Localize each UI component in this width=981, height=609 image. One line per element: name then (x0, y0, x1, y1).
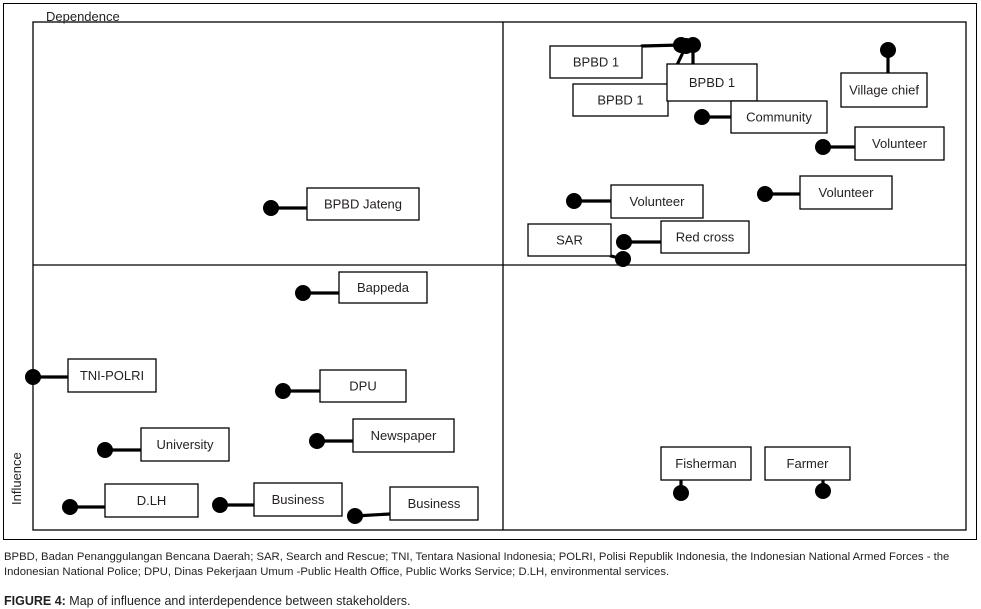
stakeholder-dot[interactable] (685, 37, 701, 53)
stakeholder-node[interactable]: BPBD Jateng (306, 187, 420, 221)
stakeholder-box[interactable] (389, 486, 479, 521)
stakeholder-label: Business (408, 496, 461, 511)
stakeholder-node[interactable]: Volunteer (854, 126, 945, 161)
stakeholder-box[interactable] (854, 126, 945, 161)
stakeholder-dot[interactable] (566, 193, 582, 209)
stakeholder-label: BPBD 1 (689, 75, 735, 90)
stakeholder-dot[interactable] (25, 369, 41, 385)
stakeholder-node[interactable]: Fisherman (660, 446, 752, 481)
stakeholder-dot[interactable] (263, 200, 279, 216)
stakeholder-label: Bappeda (357, 280, 410, 295)
stakeholder-box[interactable] (306, 187, 420, 221)
stakeholder-dot[interactable] (309, 433, 325, 449)
figure-number: FIGURE 4: (4, 594, 66, 608)
node-layer: BPBD Jateng BPBD 1 BPBD 1 BPBD 1 Village chi… (67, 45, 945, 521)
stakeholder-label: Business (272, 492, 325, 507)
stakeholder-box[interactable] (666, 63, 758, 102)
stakeholder-node[interactable]: Village chief (840, 72, 928, 108)
stakeholder-label: DPU (349, 378, 376, 393)
stakeholder-box[interactable] (660, 220, 750, 254)
stakeholder-box[interactable] (140, 427, 230, 462)
stakeholder-box[interactable] (572, 83, 669, 117)
stakeholder-dot[interactable] (815, 139, 831, 155)
stakeholder-dot[interactable] (347, 508, 363, 524)
stakeholder-dot[interactable] (880, 42, 896, 58)
stakeholder-label: Volunteer (819, 185, 875, 200)
figure-caption: FIGURE 4: Map of influence and interdepe… (4, 593, 978, 609)
stakeholder-box[interactable] (104, 483, 199, 518)
stakeholder-node[interactable]: University (140, 427, 230, 462)
plot-area-frame (32, 21, 967, 531)
stakeholder-dot[interactable] (615, 251, 631, 267)
stakeholder-dot[interactable] (212, 497, 228, 513)
stakeholder-box[interactable] (730, 100, 828, 134)
stakeholder-node[interactable]: BPBD 1 (572, 83, 669, 117)
figure-caption-block: BPBD, Badan Penanggulangan Bencana Daera… (4, 550, 978, 609)
connector-layer (25, 37, 896, 524)
stakeholder-node[interactable]: Newspaper (352, 418, 455, 453)
stakeholder-label: Community (746, 109, 812, 124)
stakeholder-box[interactable] (660, 446, 752, 481)
stakeholder-node[interactable]: Bappeda (338, 271, 428, 304)
stakeholder-box[interactable] (338, 271, 428, 304)
stakeholder-label: TNI-POLRI (80, 368, 144, 383)
stakeholder-node[interactable]: BPBD 1 (549, 45, 643, 79)
stakeholder-dot[interactable] (97, 442, 113, 458)
stakeholder-node[interactable]: Business (253, 482, 343, 517)
stakeholder-map-chart: BPBD Jateng BPBD 1 BPBD 1 BPBD 1 Village chi… (9, 9, 967, 531)
stakeholder-node[interactable]: Red cross (660, 220, 750, 254)
stakeholder-label: BPBD 1 (573, 54, 619, 69)
stakeholder-label: Volunteer (872, 136, 928, 151)
stakeholder-node[interactable]: Volunteer (610, 184, 704, 219)
stakeholder-box[interactable] (67, 358, 157, 393)
stakeholder-node[interactable]: BPBD 1 (666, 63, 758, 102)
stakeholder-label: Volunteer (630, 194, 686, 209)
stakeholder-label: Fisherman (675, 456, 736, 471)
stakeholder-box[interactable] (610, 184, 704, 219)
stakeholder-dot[interactable] (275, 383, 291, 399)
stakeholder-label: D.LH (137, 493, 167, 508)
axis-layer (32, 21, 967, 531)
stakeholder-box[interactable] (840, 72, 928, 108)
stakeholder-label: SAR (556, 232, 583, 247)
stakeholder-node[interactable]: D.LH (104, 483, 199, 518)
stakeholder-dot[interactable] (815, 483, 831, 499)
stakeholder-node[interactable]: Farmer (764, 446, 851, 481)
stakeholder-box[interactable] (527, 223, 612, 257)
stakeholder-label: University (156, 437, 214, 452)
stakeholder-dot[interactable] (295, 285, 311, 301)
stakeholder-box[interactable] (764, 446, 851, 481)
x-axis-label: Dependence (46, 9, 120, 24)
figure-caption-text: Map of influence and interdependence bet… (65, 594, 411, 608)
stakeholder-box[interactable] (799, 175, 893, 210)
stakeholder-label: Farmer (787, 456, 830, 471)
stakeholder-box[interactable] (253, 482, 343, 517)
stakeholder-dot[interactable] (673, 485, 689, 501)
stakeholder-label: Newspaper (371, 428, 437, 443)
stakeholder-box[interactable] (549, 45, 643, 79)
stakeholder-label: Village chief (849, 82, 919, 97)
abbreviation-note: BPBD, Badan Penanggulangan Bencana Daera… (4, 551, 950, 578)
stakeholder-node[interactable]: SAR (527, 223, 612, 257)
stakeholder-box[interactable] (352, 418, 455, 453)
stakeholder-label: BPBD Jateng (324, 196, 402, 211)
figure-outer-frame (3, 3, 977, 540)
stakeholder-dot[interactable] (616, 234, 632, 250)
stakeholder-dot[interactable] (757, 186, 773, 202)
y-axis-label: Influence (9, 452, 24, 505)
stakeholder-dot[interactable] (62, 499, 78, 515)
stakeholder-box[interactable] (319, 369, 407, 403)
stakeholder-node[interactable]: DPU (319, 369, 407, 403)
stakeholder-node[interactable]: Community (730, 100, 828, 134)
stakeholder-node[interactable]: Volunteer (799, 175, 893, 210)
stakeholder-label: Red cross (676, 229, 735, 244)
stakeholder-node[interactable]: TNI-POLRI (67, 358, 157, 393)
stakeholder-node[interactable]: Business (389, 486, 479, 521)
stakeholder-label: BPBD 1 (597, 92, 643, 107)
stakeholder-dot[interactable] (694, 109, 710, 125)
